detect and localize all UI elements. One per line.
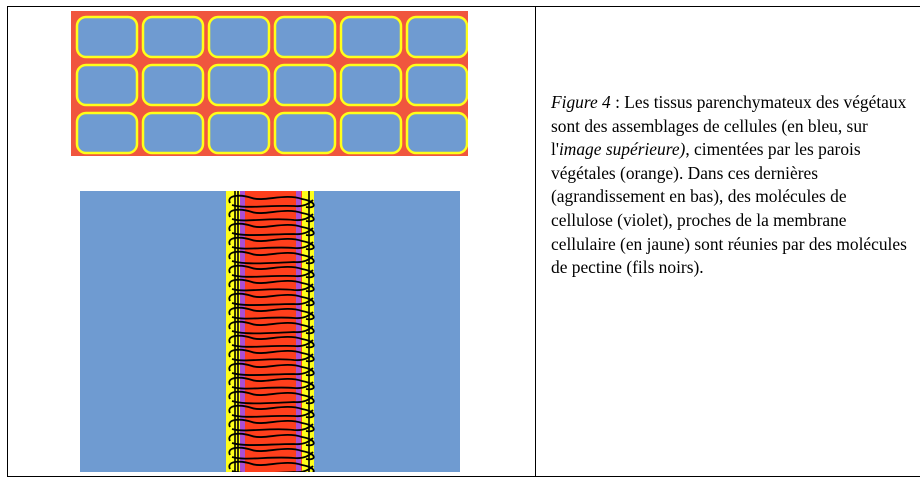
caption-text-2: , cimentées par les parois végétales (or… <box>551 139 907 278</box>
pectin-loop <box>228 250 315 265</box>
pectin-loop <box>228 348 315 363</box>
pectin-loop <box>228 320 315 335</box>
cell-wall-magnification-diagram <box>80 191 460 472</box>
pectin-loop <box>228 194 315 209</box>
pectin-loop <box>228 278 315 293</box>
pectin-loop <box>228 264 315 279</box>
plant-cell <box>75 63 139 107</box>
pectin-loop <box>228 390 315 405</box>
pectin-loop <box>228 376 315 391</box>
figure-label: Figure 4 <box>551 92 611 112</box>
plant-cell <box>75 15 139 59</box>
pectin-loop <box>228 418 315 433</box>
plant-cell <box>207 63 271 107</box>
pectin-loop <box>228 208 315 223</box>
figure-caption: Figure 4 : Les tissus parenchymateux des… <box>551 91 911 280</box>
plant-cell <box>207 15 271 59</box>
plant-cell <box>339 111 403 155</box>
right-cell <box>314 191 460 472</box>
pectin-loop <box>228 292 315 307</box>
cellulose-strip <box>240 191 245 472</box>
plant-cell <box>339 63 403 107</box>
pectin-loop <box>228 446 315 461</box>
pectin-loop <box>228 306 315 321</box>
caption-text-1: : Les tissus parenchymateux des végétaux… <box>551 92 907 160</box>
pectin-loop <box>228 222 315 237</box>
left-cell <box>80 191 226 472</box>
plant-cell <box>405 111 468 155</box>
pectin-loop <box>228 460 315 472</box>
plant-cell <box>405 15 468 59</box>
plant-cell <box>207 111 271 155</box>
plant-cell <box>273 111 337 155</box>
caption-italic: image supérieure) <box>558 139 686 160</box>
plant-cell <box>141 111 205 155</box>
plant-cell <box>141 15 205 59</box>
plant-cell <box>273 63 337 107</box>
pectin-loop <box>228 404 315 419</box>
table-divider <box>535 6 536 477</box>
pectin-loop <box>228 362 315 377</box>
plant-cell <box>405 63 468 107</box>
plant-cell <box>75 111 139 155</box>
plant-cell <box>339 15 403 59</box>
pectin-loop <box>228 236 315 251</box>
plant-cell <box>273 15 337 59</box>
cell-tissue-diagram <box>71 11 468 156</box>
pectin-loop <box>228 334 315 349</box>
pectin-loop <box>228 432 315 447</box>
plant-cell <box>141 63 205 107</box>
